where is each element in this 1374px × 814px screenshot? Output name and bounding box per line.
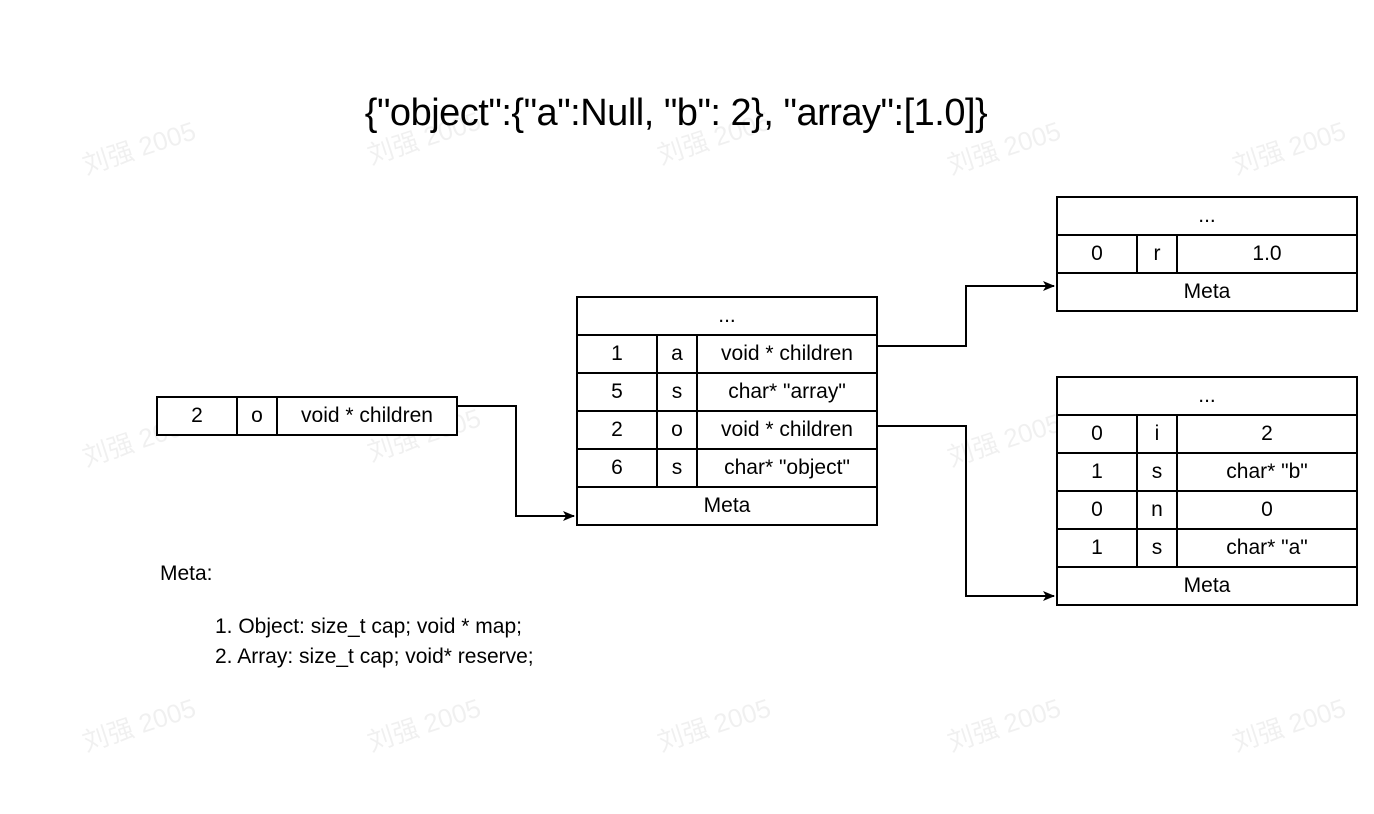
row-count: 6 <box>576 448 658 488</box>
row-type: r <box>1136 234 1178 274</box>
block-header: ... <box>1056 196 1358 236</box>
row-count: 5 <box>576 372 658 412</box>
block-footer-meta: Meta <box>576 486 878 526</box>
arrow-root-to-main <box>456 405 575 521</box>
row-count: 0 <box>1056 414 1138 454</box>
row-count: 1 <box>1056 452 1138 492</box>
diagram-title: {"object":{"a":Null, "b": 2}, "array":[1… <box>364 92 988 134</box>
row-type: o <box>656 410 698 450</box>
row-type: s <box>656 448 698 488</box>
row-type: i <box>1136 414 1178 454</box>
row-count: 1 <box>576 334 658 374</box>
row-count: 0 <box>1056 490 1138 530</box>
root-row: 2 o void * children <box>156 396 458 436</box>
table-row: 2 o void * children <box>576 410 878 450</box>
row-type: a <box>656 334 698 374</box>
meta-heading: Meta: <box>160 562 213 585</box>
row-value: 2 <box>1176 414 1358 454</box>
row-type: n <box>1136 490 1178 530</box>
table-row: 0 i 2 <box>1056 414 1358 454</box>
table-row: 0 n 0 <box>1056 490 1358 530</box>
root-count: 2 <box>156 396 238 436</box>
arrow-object-children <box>876 425 1055 601</box>
row-value: 1.0 <box>1176 234 1358 274</box>
meta-item-array: 2. Array: size_t cap; void* reserve; <box>215 645 534 668</box>
table-row: 5 s char* "array" <box>576 372 878 412</box>
row-type: s <box>1136 452 1178 492</box>
block-header: ... <box>1056 376 1358 416</box>
row-value: 0 <box>1176 490 1358 530</box>
object-children-block: ... 1 a void * children 5 s char* "array… <box>576 296 878 526</box>
table-row: 1 s char* "a" <box>1056 528 1358 568</box>
row-count: 2 <box>576 410 658 450</box>
block-header: ... <box>576 296 878 336</box>
arrow-array-children <box>876 281 1055 347</box>
root-node: 2 o void * children <box>156 396 458 436</box>
table-row: 0 r 1.0 <box>1056 234 1358 274</box>
table-row: 1 a void * children <box>576 334 878 374</box>
row-value: char* "b" <box>1176 452 1358 492</box>
row-count: 0 <box>1056 234 1138 274</box>
row-value: char* "object" <box>696 448 878 488</box>
block-footer-meta: Meta <box>1056 566 1358 606</box>
table-row: 1 s char* "b" <box>1056 452 1358 492</box>
nested-object-block: ... 0 i 2 1 s char* "b" 0 n 0 1 s char* … <box>1056 376 1358 606</box>
block-footer-meta: Meta <box>1056 272 1358 312</box>
row-value: char* "array" <box>696 372 878 412</box>
row-count: 1 <box>1056 528 1138 568</box>
array-children-block: ... 0 r 1.0 Meta <box>1056 196 1358 312</box>
row-type: s <box>656 372 698 412</box>
row-value: void * children <box>696 410 878 450</box>
row-type: s <box>1136 528 1178 568</box>
root-type: o <box>236 396 278 436</box>
table-row: 6 s char* "object" <box>576 448 878 488</box>
row-value: void * children <box>696 334 878 374</box>
root-value: void * children <box>276 396 458 436</box>
row-value: char* "a" <box>1176 528 1358 568</box>
meta-list: 1. Object: size_t cap; void * map; 2. Ar… <box>215 612 534 672</box>
meta-item-object: 1. Object: size_t cap; void * map; <box>215 615 522 638</box>
